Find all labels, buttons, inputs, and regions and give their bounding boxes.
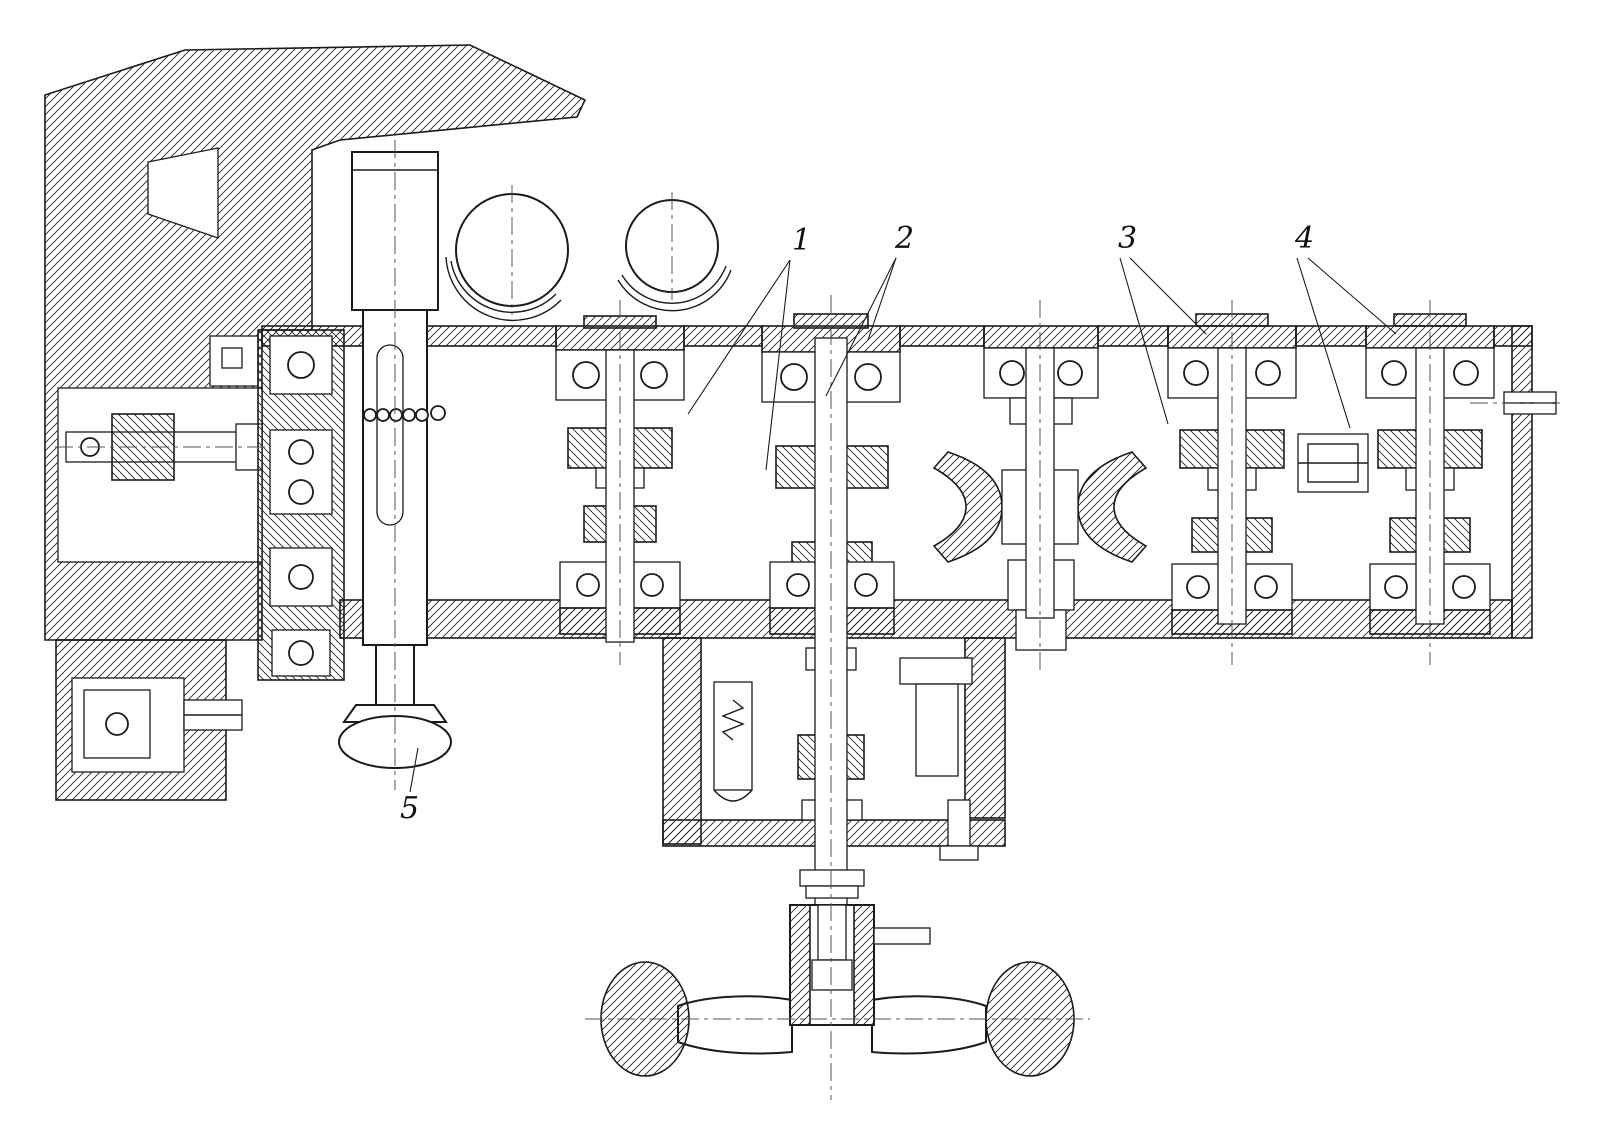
housing-right-wall — [1511, 325, 1533, 639]
detent-spring — [363, 405, 446, 422]
coupling-block — [1297, 433, 1369, 493]
ball-bearing — [288, 564, 314, 590]
shifter-flank-right — [1077, 451, 1148, 563]
leader-line — [825, 257, 897, 397]
bolt-head — [105, 712, 129, 736]
plunger-slot — [376, 344, 404, 526]
leader-line — [1307, 257, 1397, 335]
ball-bearing — [288, 640, 314, 666]
callout-label-5: 5 — [400, 791, 419, 826]
wheel-web-right — [871, 995, 987, 1055]
ball-bearing — [287, 351, 315, 379]
leader-line — [409, 747, 419, 793]
wheel-web-left — [677, 995, 793, 1055]
frame-step-notch — [147, 147, 219, 239]
callout-label-3: 3 — [1118, 221, 1137, 256]
wheel-grip-right — [985, 961, 1075, 1077]
retaining-nut — [811, 959, 853, 991]
clamp-mechanism — [57, 387, 263, 563]
leader-line — [1296, 257, 1351, 429]
guard-strip-b — [621, 265, 727, 304]
leader-line — [765, 259, 791, 471]
callout-label-4: 4 — [1294, 221, 1314, 256]
detent-pin — [430, 405, 446, 421]
detent-bracket — [899, 657, 979, 861]
centerlines — [55, 140, 1560, 1100]
leader-line — [867, 257, 897, 341]
spring — [721, 699, 745, 741]
callout-label-1: 1 — [792, 223, 811, 258]
oil-cup — [713, 681, 753, 802]
leader-line — [1119, 257, 1169, 425]
handwheel — [600, 869, 1075, 1077]
leader-line — [687, 259, 791, 415]
housing-bottom-rail — [339, 599, 1513, 639]
round-bar-b — [625, 199, 719, 293]
leader-line — [1129, 257, 1207, 335]
lower-bracket — [55, 639, 243, 801]
shifter-flank-left — [932, 451, 1003, 563]
callout-label-2: 2 — [894, 221, 914, 256]
guard-strip-a — [450, 260, 557, 313]
ball-bearing — [288, 479, 314, 505]
callouts: 1 2 3 4 5 — [400, 221, 1397, 826]
ball-bearing — [288, 439, 314, 465]
hub-pin — [873, 927, 931, 945]
left-bearing-column — [257, 329, 345, 681]
